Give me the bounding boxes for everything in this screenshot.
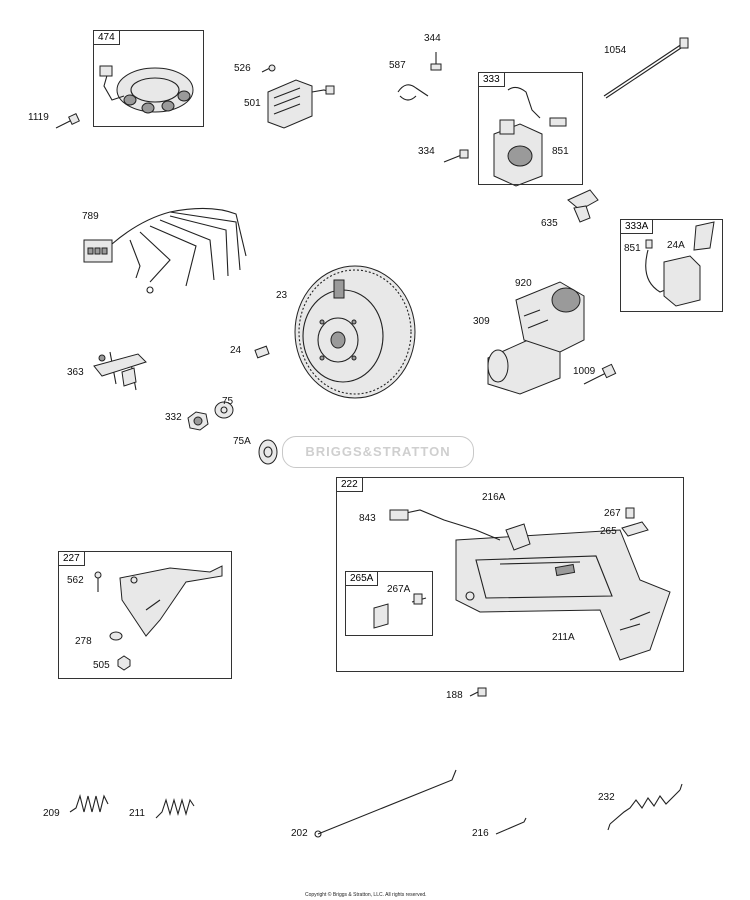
part-label-216: 216 bbox=[472, 828, 489, 839]
part-label-587: 587 bbox=[389, 60, 406, 71]
bolt-1119 bbox=[55, 113, 80, 129]
copyright-notice: Copyright © Briggs & Stratton, LLC. All … bbox=[305, 892, 427, 898]
group-265A-box: 265A bbox=[345, 571, 433, 636]
part-label-332: 332 bbox=[165, 412, 182, 423]
group-333A-label: 333A bbox=[620, 219, 654, 234]
part-label-526: 526 bbox=[234, 63, 251, 74]
part-label-851-kit: 851 bbox=[624, 243, 641, 254]
part-label-265: 265 bbox=[600, 526, 617, 537]
group-333-label: 333 bbox=[478, 72, 505, 87]
regulator-part bbox=[267, 79, 335, 129]
group-333-box: 333 bbox=[478, 72, 583, 185]
solenoid-kit-part bbox=[645, 221, 715, 307]
stator-part bbox=[99, 65, 194, 114]
part-label-278: 278 bbox=[75, 636, 92, 647]
part-label-562: 562 bbox=[67, 575, 84, 586]
part-label-1009: 1009 bbox=[573, 366, 596, 377]
part-label-75: 75 bbox=[222, 396, 234, 407]
part-label-334: 334 bbox=[418, 146, 435, 157]
part-label-363: 363 bbox=[67, 367, 84, 378]
watermark-text: BRIGGS&STRATTON bbox=[305, 444, 451, 459]
flywheel-part bbox=[294, 265, 416, 399]
part-label-1119: 1119 bbox=[28, 112, 49, 123]
group-222-label: 222 bbox=[336, 477, 363, 492]
puller-part bbox=[93, 351, 147, 391]
part-label-505: 505 bbox=[93, 660, 110, 671]
part-label-920: 920 bbox=[515, 278, 532, 289]
starter-motor-part bbox=[487, 281, 585, 395]
control-bracket-part bbox=[389, 509, 671, 661]
part-label-789: 789 bbox=[82, 211, 99, 222]
group-227-box: 227 bbox=[58, 551, 232, 679]
part-label-501: 501 bbox=[244, 98, 261, 109]
part-label-23: 23 bbox=[276, 290, 288, 301]
part-label-216A: 216A bbox=[482, 492, 506, 503]
part-label-267A: 267A bbox=[387, 584, 411, 595]
group-474-label: 474 bbox=[93, 30, 120, 45]
part-label-24A: 24A bbox=[667, 240, 685, 251]
group-265A-label: 265A bbox=[345, 571, 379, 586]
group-333A-box: 333A bbox=[620, 219, 723, 312]
part-label-202: 202 bbox=[291, 828, 308, 839]
part-label-267: 267 bbox=[604, 508, 621, 519]
part-label-188: 188 bbox=[446, 690, 463, 701]
part-label-635: 635 bbox=[541, 218, 558, 229]
part-label-232: 232 bbox=[598, 792, 615, 803]
part-label-843: 843 bbox=[359, 513, 376, 524]
wire-harness-part bbox=[83, 207, 247, 294]
watermark: BRIGGS&STRATTON bbox=[282, 436, 474, 468]
part-label-309: 309 bbox=[473, 316, 490, 327]
part-label-211: 211 bbox=[129, 808, 145, 819]
group-474-box: 474 bbox=[93, 30, 204, 127]
part-label-211A: 211A bbox=[552, 632, 575, 643]
group-227-label: 227 bbox=[58, 551, 85, 566]
group-222-box: 222 bbox=[336, 477, 684, 672]
solenoid-part bbox=[493, 86, 567, 187]
part-label-344: 344 bbox=[424, 33, 441, 44]
part-label-851: 851 bbox=[552, 146, 569, 157]
part-label-209: 209 bbox=[43, 808, 60, 819]
lever-bracket-part bbox=[94, 565, 223, 671]
part-label-24: 24 bbox=[230, 345, 242, 356]
part-label-75A: 75A bbox=[233, 436, 251, 447]
part-label-1054: 1054 bbox=[604, 45, 627, 56]
